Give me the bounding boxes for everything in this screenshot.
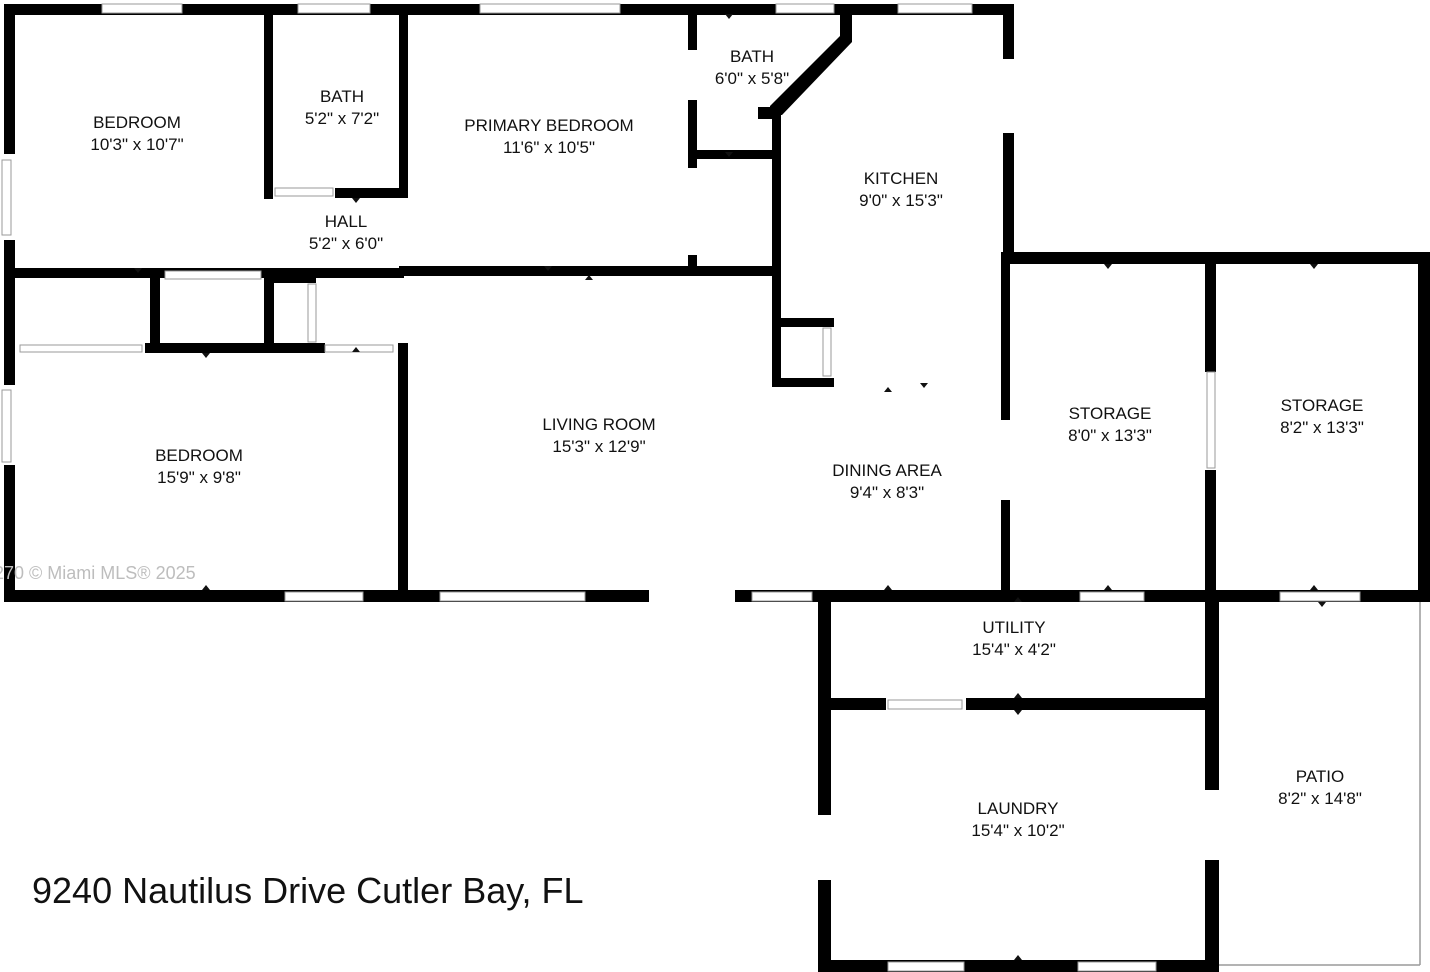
room-size: 11'6" x 10'5" xyxy=(503,138,595,157)
room-name: STORAGE xyxy=(1069,404,1152,423)
room-name: BATH xyxy=(730,47,774,66)
room-name: BEDROOM xyxy=(155,446,243,465)
room-size: 9'0" x 15'3" xyxy=(859,191,943,210)
room-name: BATH xyxy=(320,87,364,106)
room-name: PATIO xyxy=(1296,767,1345,786)
dimension-ticks xyxy=(134,14,1326,960)
room-size: 15'9" x 9'8" xyxy=(157,468,241,487)
room-name: DINING AREA xyxy=(832,461,942,480)
room-name: LIVING ROOM xyxy=(542,415,655,434)
room-size: 9'4" x 8'3" xyxy=(850,483,924,502)
room-name: STORAGE xyxy=(1281,396,1364,415)
room-size: 8'0" x 13'3" xyxy=(1068,426,1152,445)
room-name: PRIMARY BEDROOM xyxy=(464,116,633,135)
room-name: UTILITY xyxy=(982,618,1045,637)
watermark: 270 © Miami MLS® 2025 xyxy=(0,563,196,583)
walls xyxy=(4,4,1430,972)
room-size: 8'2" x 14'8" xyxy=(1278,789,1362,808)
room-size: 5'2" x 6'0" xyxy=(309,234,383,253)
room-labels: BEDROOM 10'3" x 10'7" BATH 5'2" x 7'2" P… xyxy=(90,47,1364,840)
property-address: 9240 Nautilus Drive Cutler Bay, FL xyxy=(32,870,584,911)
room-name: LAUNDRY xyxy=(978,799,1059,818)
room-name: KITCHEN xyxy=(864,169,939,188)
room-name: HALL xyxy=(325,212,368,231)
room-size: 6'0" x 5'8" xyxy=(715,69,789,88)
patio-outline xyxy=(1219,602,1421,966)
room-size: 8'2" x 13'3" xyxy=(1280,418,1364,437)
room-size: 10'3" x 10'7" xyxy=(90,135,183,154)
room-size: 5'2" x 7'2" xyxy=(305,109,379,128)
windows xyxy=(1,3,1361,972)
room-size: 15'4" x 10'2" xyxy=(971,821,1064,840)
room-size: 15'4" x 4'2" xyxy=(972,640,1056,659)
room-size: 15'3" x 12'9" xyxy=(552,437,645,456)
room-name: BEDROOM xyxy=(93,113,181,132)
